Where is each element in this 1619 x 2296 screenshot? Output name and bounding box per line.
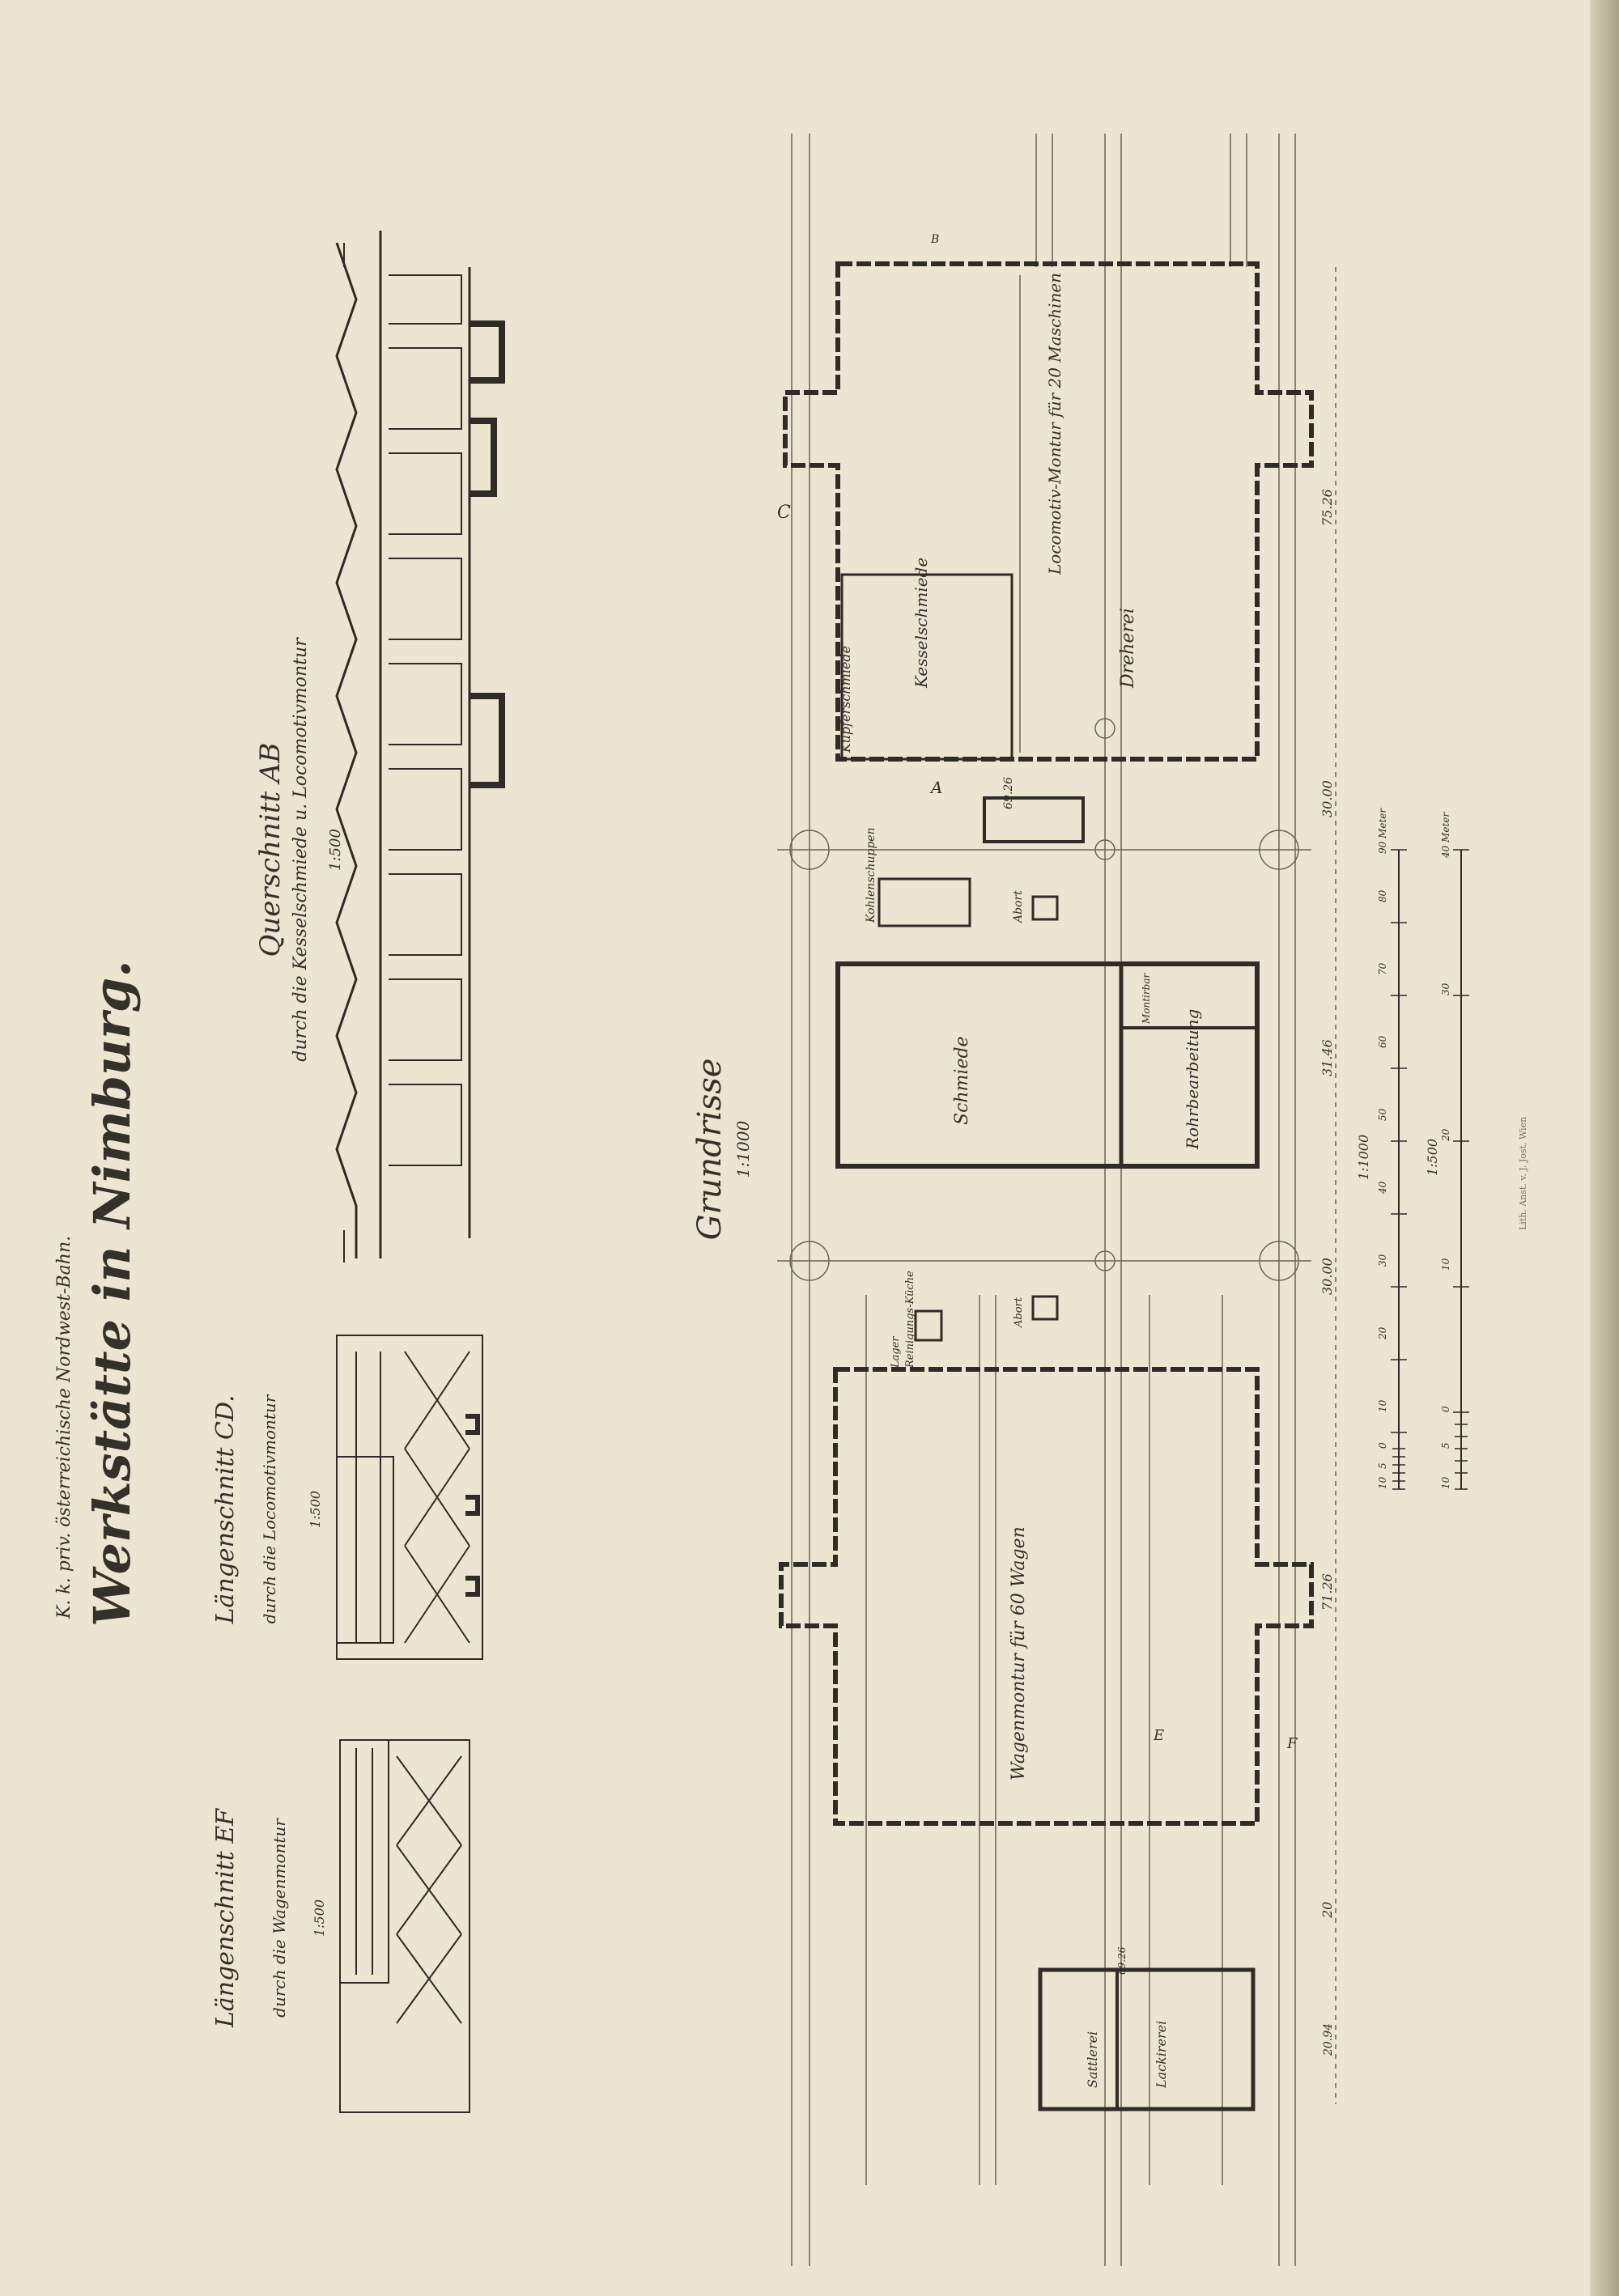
long-section-ef-scale: 1:500 [312, 1899, 327, 1937]
room-kesselschmiede: Kesselschmiede [911, 558, 931, 689]
plan-scale: 1:1000 [733, 1121, 753, 1178]
company-name: K. k. priv. österreichische Nordwest-Bah… [54, 1236, 74, 1619]
marker-c: C [777, 503, 791, 523]
cross-section-ab-drawing [335, 231, 505, 1263]
dimension: 71.26 [1319, 1573, 1335, 1611]
plan-tracks [777, 134, 1311, 2266]
room-dreherei: Dreherei [1118, 608, 1138, 689]
room-kohlenschuppen: Kohlenschuppen [865, 827, 877, 923]
small-building [983, 796, 1085, 843]
cross-section-ab-scale: 1:500 [327, 829, 344, 871]
dimension: 75.26 [1319, 489, 1335, 526]
tick-label: 50 [1377, 1108, 1388, 1121]
tick-label: 10 [1440, 1258, 1451, 1271]
cross-section-ab-subtitle: durch die Kesselschmiede u. Locomotivmon… [291, 637, 311, 1062]
tick-label: 20 [1440, 1128, 1451, 1142]
dimension: 31.46 [1319, 1039, 1335, 1076]
dimension: 20 [1319, 1902, 1335, 1919]
tick-label: 5 [1440, 1442, 1451, 1449]
tick-label: 0 [1440, 1406, 1451, 1412]
tick-label: 90 Meter [1377, 808, 1388, 854]
marker-a: A [929, 778, 942, 797]
room-sattlerei: Sattlerei [1085, 2031, 1100, 2088]
tick-label: 20 [1377, 1326, 1388, 1340]
scale-500-label: 1:500 [1425, 1139, 1440, 1176]
room-rohrbearbeitung: Rohrbearbeitung [1183, 1009, 1202, 1150]
tick-label: 10 [1377, 1399, 1388, 1412]
paint-saddlery-building: Sattlerei Lackirerei [1038, 1967, 1256, 2111]
tick-label: 40 [1377, 1181, 1388, 1195]
tick-label: 0 [1377, 1442, 1388, 1449]
page-title: Werkstätte in Nimburg. [83, 960, 142, 1627]
room-lager: Lager [890, 1336, 902, 1369]
scale-bar-1000: 1:1000 10 5 0 10 20 30 40 50 60 70 80 90… [1356, 808, 1407, 1490]
plan-dimensions: 75.26 69.26 30.00 31.46 30.00 71.26 20 2… [1002, 267, 1336, 2104]
room-abort-1: Abort [1012, 890, 1025, 924]
long-section-cd-scale: 1:500 [308, 1491, 323, 1528]
tick-label: 30 [1440, 982, 1451, 995]
long-section-ef-drawing [339, 1739, 470, 2113]
dimension: 69.26 [1116, 1946, 1128, 1975]
dimension: 69.26 [1002, 777, 1015, 809]
room-schmiede: Schmiede [952, 1036, 972, 1125]
tick-label: 70 [1377, 962, 1388, 975]
tick-label: 10 [1440, 1476, 1451, 1489]
room-abort-2: Abort [1013, 1297, 1025, 1328]
plan-label: Grundrisse [691, 1059, 729, 1241]
toilet-2: Abort [1013, 1295, 1059, 1328]
long-section-ef-label: Längenschnitt EF [211, 1808, 240, 2028]
toilet-1: Abort [1012, 890, 1059, 924]
marker-e: E [1153, 1727, 1164, 1744]
room-kupferschmiede: Kupferschmiede [838, 646, 853, 753]
coal-shed: Kohlenschuppen [865, 827, 971, 927]
page-edge [1590, 0, 1619, 2296]
dimension: 30.00 [1319, 1258, 1335, 1295]
dimension: 30.00 [1319, 780, 1335, 817]
scale-1000-label: 1:1000 [1356, 1135, 1371, 1180]
lithography-credit: Lith. Anst. v. J. Jost, Wien [1518, 1117, 1528, 1230]
room-lackirerei: Lackirerei [1154, 2021, 1169, 2089]
long-section-cd-label: Längenschnitt CD. [211, 1395, 240, 1625]
cross-section-ab-label: Querschnitt AB [254, 743, 287, 957]
marker-b: B [930, 233, 939, 246]
marker-f: F [1286, 1735, 1298, 1752]
tick-label: 80 [1377, 889, 1388, 902]
locomotive-shop: Kesselschmiede Kupferschmiede Locomotiv-… [777, 233, 1314, 797]
tick-label: 40 Meter [1440, 812, 1451, 859]
room-reinigungskueche: Reinigungs-Küche [904, 1271, 916, 1369]
room-locomotiv-montur: Locomotiv-Montur für 20 Maschinen [1045, 273, 1064, 575]
smithy: Schmiede Montirbar Rohrbearbeitung [835, 961, 1260, 1169]
carriage-shop: Wagenmontur für 60 Wagen E F [779, 1367, 1314, 1826]
dimension: 20.94 [1322, 2023, 1335, 2056]
tick-label: 60 [1377, 1035, 1388, 1048]
tick-label: 10 [1377, 1476, 1388, 1489]
tick-label: 30 [1377, 1254, 1388, 1267]
long-section-cd-drawing [336, 1335, 483, 1660]
scale-bar-500: 1:500 10 5 0 10 20 30 40 Meter [1425, 812, 1469, 1490]
room-montirbar: Montirbar [1141, 973, 1152, 1025]
tick-label: 5 [1377, 1462, 1388, 1469]
long-section-ef-subtitle: durch die Wagenmontur [270, 1818, 289, 2018]
long-section-cd-subtitle: durch die Locomotivmontur [260, 1394, 279, 1623]
room-wagenmontur: Wagenmontur für 60 Wagen [1009, 1526, 1029, 1780]
storage-cleaning: Lager Reinigungs-Küche [890, 1271, 943, 1369]
